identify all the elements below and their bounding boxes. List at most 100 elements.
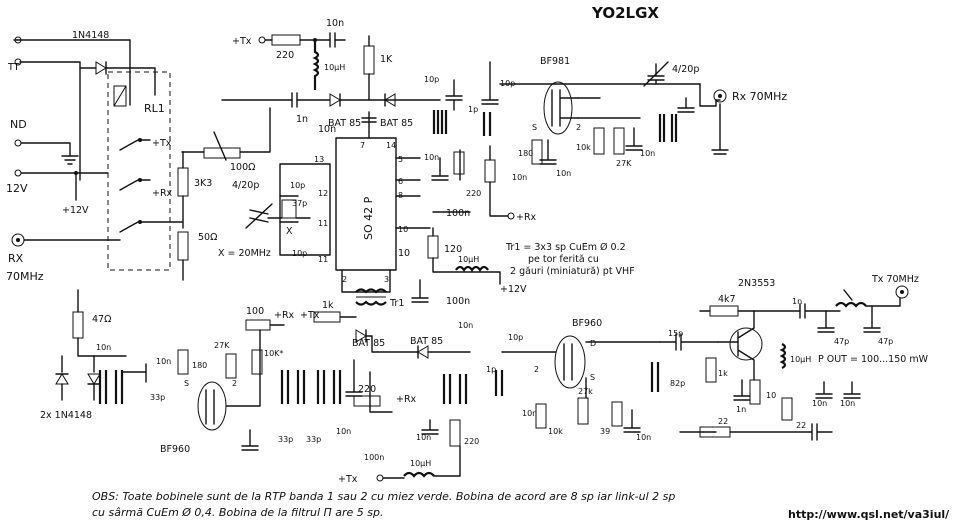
r27k-lo-label: 27K xyxy=(214,341,230,350)
rx-70mhz-jack xyxy=(713,89,727,103)
pot-100-label: 100Ω xyxy=(230,162,255,173)
c10n-rx-label: 10n xyxy=(424,153,439,162)
tx-rail-label-mid: +Tx xyxy=(300,310,320,321)
r3k3-label: 3K3 xyxy=(194,178,212,189)
diode-1n4148 xyxy=(95,61,107,75)
r47-label: 47Ω xyxy=(92,314,111,325)
c100n-b-label: 100n xyxy=(446,296,470,307)
c1p-a-label: 1p xyxy=(468,105,478,114)
plus12v-label-b: +12V xyxy=(500,284,527,295)
ic-pin-5: 5 xyxy=(398,155,403,164)
tx-driver-bf960: BF960 2 D S 10n 27k 10k 39 10n xyxy=(501,318,661,442)
r4k7-label: 4k7 xyxy=(718,294,736,305)
rx-rail-label-3: +Rx xyxy=(274,310,295,321)
r1k-npn-label: 1k xyxy=(718,369,728,378)
r220-tx-label: 220 xyxy=(276,50,294,61)
rx70-label: Rx 70MHz xyxy=(732,90,787,103)
c10n-lo-label: 10n xyxy=(156,357,171,366)
rx-rail-label-4: +Rx xyxy=(396,394,417,405)
r100-mid-label: 100 xyxy=(246,306,264,317)
bat85-a-label: BAT 85 xyxy=(328,118,361,129)
bf981-label: BF981 xyxy=(540,56,570,67)
left-connector-block: TT 1N4148 ND 12V +12V RX 70MHz xyxy=(6,30,156,283)
obs-note-line2: cu sârmă CuEm Ø 0,4. Bobina de la filtru… xyxy=(92,506,384,519)
bf960-b-label: BF960 xyxy=(572,318,602,329)
ic-pin-7: 7 xyxy=(360,141,365,150)
resistor-120 xyxy=(427,235,439,259)
c10n-tx-d-label: 10n xyxy=(840,399,855,408)
ic-label: SO 42 P xyxy=(362,196,375,240)
inductor-10uh-b xyxy=(455,265,489,272)
c10p-osc-b-label: 10p xyxy=(292,249,307,258)
resistor-220-tx xyxy=(271,34,301,46)
c10p-lo-label: 10p xyxy=(508,333,523,342)
transformer-tr1: Tr1 xyxy=(355,288,404,309)
pot-100-ohm xyxy=(203,147,241,159)
r10k-rx-label: 10k xyxy=(576,143,591,152)
c1p-b-label: 1p xyxy=(486,365,496,374)
c33p-b-label: 33p xyxy=(278,435,293,444)
rx-rail-label-2: +Rx xyxy=(516,212,537,223)
l10uh-a-label: 10µH xyxy=(324,63,345,72)
diode-label-1n4148: 1N4148 xyxy=(72,30,109,41)
c47p-a-label: 47p xyxy=(834,337,849,346)
c100n-bot-label: 100n xyxy=(364,453,384,462)
c10n-lo-c-label: 10n xyxy=(416,433,431,442)
c47p-b-label: 47p xyxy=(878,337,893,346)
r180-rx-label: 180 xyxy=(518,149,533,158)
c10n-tx-label: 10n xyxy=(522,409,537,418)
bf981-pin-2: 2 xyxy=(576,123,581,132)
ic-c10n-label: 10n xyxy=(318,124,336,135)
tx-input-bf960: 47Ω 10n 2x 1N4148 33p 10n 180 BF960 S 2 … xyxy=(40,289,351,455)
v12-label: 12V xyxy=(6,182,28,195)
c1n-top-label: 1n xyxy=(296,114,308,125)
trim-rx-label: 4/20p xyxy=(672,64,699,75)
r180-lo-label: 180 xyxy=(192,361,207,370)
bf960b-pin-2: 2 xyxy=(534,365,539,374)
diode-pair-label: 2x 1N4148 xyxy=(40,410,92,421)
transistor-bf981 xyxy=(543,81,573,135)
crystal-20mhz xyxy=(281,199,297,219)
l10uh-c-label: 10µH xyxy=(790,355,811,364)
c10p-osc-label: 10p xyxy=(290,181,305,190)
r10k-lo-label: 10K* xyxy=(264,349,283,358)
r220-mid-label: 220 xyxy=(466,189,481,198)
tr1-label: Tr1 xyxy=(389,298,404,309)
tt-label: TT xyxy=(7,62,20,73)
r27k-rx-label: 27K xyxy=(616,159,632,168)
mhz-left-label: 70MHz xyxy=(6,270,44,283)
r10k-b-label: 10k xyxy=(548,427,563,436)
tr1-note: Tr1 = 3x3 sp CuEm Ø 0.2 pe tor ferită cu… xyxy=(505,242,635,277)
c10n-rx-d-label: 10n xyxy=(640,149,655,158)
c10n-tx-c-label: 10n xyxy=(812,399,827,408)
tx-rail-label-bottom: +Tx xyxy=(338,474,358,485)
c33p-c-label: 33p xyxy=(306,435,321,444)
c10n-top-label: 10n xyxy=(326,18,344,29)
r22-b-label: 22 xyxy=(718,417,728,426)
c10n-lo-b-label: 10n xyxy=(336,427,351,436)
tx-switch-network: 1k +Tx BAT 85 BAT 85 220 +Rx 10n 220 10n… xyxy=(300,300,523,485)
bf960b-pin-s: S xyxy=(590,373,595,382)
rx-left-label: RX xyxy=(8,252,24,265)
ic-pin-11: 11 xyxy=(318,219,328,228)
ic-supply-network: 120 10 100n 10µH +12V 100n xyxy=(398,208,527,307)
rx-amplifier-bf981: 10p 10p 1p 10n 220 10n +Rx BF981 S 2 180… xyxy=(424,56,787,223)
inductor-10uh-c xyxy=(779,343,787,369)
tx-final-2n3553: 15p 82p 1k 4k7 2N3553 10 1n 10µH 22 10n … xyxy=(650,274,929,441)
ic-pin-12: 12 xyxy=(318,189,328,198)
tx-70mhz-jack xyxy=(895,285,909,299)
bias-network-left: 100Ω 3K3 50Ω xyxy=(177,107,271,281)
resistor-47-ohm xyxy=(72,311,84,339)
relay-label: RL1 xyxy=(144,102,165,115)
c10n-in-label: 10n xyxy=(96,343,111,352)
resistor-1k-top xyxy=(363,45,375,75)
c10n-rx-c-label: 10n xyxy=(556,169,571,178)
bf960-a-label: BF960 xyxy=(160,444,190,455)
r22-a-label: 22 xyxy=(796,421,806,430)
bat85-c-label: BAT 85 xyxy=(352,338,385,349)
tx70-label: Tx 70MHz xyxy=(871,274,919,285)
c100n-a-label: 100n xyxy=(446,208,470,219)
c1n-out-label: 1n xyxy=(792,297,802,306)
inductor-pi-filter xyxy=(835,301,867,308)
ic-pin-14: 14 xyxy=(386,141,396,150)
